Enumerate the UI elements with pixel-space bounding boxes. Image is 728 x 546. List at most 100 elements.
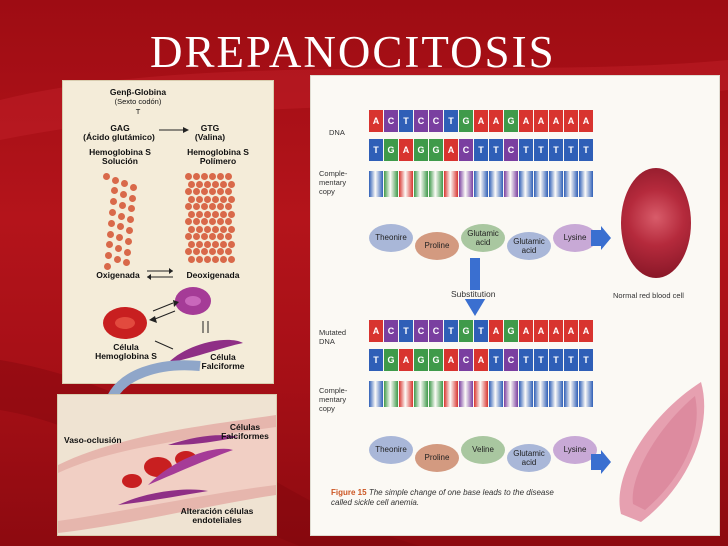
hemoglobin-dot bbox=[193, 173, 200, 180]
base-a: A bbox=[564, 110, 578, 132]
arrow-to-cell-icon bbox=[591, 226, 611, 250]
amino-acid-label: Glutamic acid bbox=[461, 229, 505, 247]
hemoglobin-dot bbox=[193, 248, 200, 255]
base-t: T bbox=[564, 139, 578, 161]
complementary-base bbox=[369, 171, 383, 197]
amino-acid-label: Theonire bbox=[369, 233, 413, 242]
hemoglobin-dot bbox=[204, 226, 211, 233]
hemoglobin-dot bbox=[126, 227, 133, 234]
complementary-base bbox=[399, 171, 413, 197]
base-a: A bbox=[489, 110, 503, 132]
complementary-label-2: Comple- mentary copy bbox=[319, 386, 347, 413]
hemoglobin-dot bbox=[201, 218, 208, 225]
hbs-solution-label: Hemoglobina S Solución bbox=[75, 148, 165, 166]
base-c: C bbox=[414, 110, 428, 132]
slide-title: DREPANOCITOSIS bbox=[150, 26, 556, 78]
hemoglobin-dot bbox=[196, 241, 203, 248]
complementary-base bbox=[384, 171, 398, 197]
hemoglobin-dot bbox=[185, 218, 192, 225]
base-g: G bbox=[429, 349, 443, 371]
complementary-base bbox=[579, 381, 593, 407]
amino-acid-label: Theonire bbox=[369, 445, 413, 454]
amino-acid-label: Veline bbox=[461, 445, 505, 454]
gene-label: Genβ-Globina bbox=[63, 87, 213, 97]
hemoglobin-dot bbox=[217, 248, 224, 255]
hemoglobin-dot bbox=[201, 233, 208, 240]
hemoglobin-dot bbox=[107, 231, 114, 238]
hemoglobin-dot bbox=[188, 211, 195, 218]
base-a: A bbox=[549, 110, 563, 132]
base-g: G bbox=[504, 110, 518, 132]
hemoglobin-dot bbox=[112, 177, 119, 184]
hemoglobin-dot bbox=[185, 248, 192, 255]
hemoglobin-dot bbox=[228, 226, 235, 233]
hemoglobin-dot bbox=[196, 196, 203, 203]
hemoglobin-dot bbox=[193, 203, 200, 210]
hemoglobin-dot bbox=[225, 188, 232, 195]
base-c: C bbox=[414, 320, 428, 342]
base-t: T bbox=[489, 139, 503, 161]
exchange-arrows-icon bbox=[145, 267, 175, 281]
base-t: T bbox=[474, 139, 488, 161]
hemoglobin-dot bbox=[118, 213, 125, 220]
complementary-base bbox=[489, 381, 503, 407]
hemoglobin-dot bbox=[185, 188, 192, 195]
hemoglobin-dot bbox=[204, 256, 211, 263]
base-a: A bbox=[579, 320, 593, 342]
base-t: T bbox=[519, 139, 533, 161]
base-a: A bbox=[534, 320, 548, 342]
hemoglobin-dot bbox=[185, 203, 192, 210]
base-a: A bbox=[474, 349, 488, 371]
complementary-base bbox=[474, 381, 488, 407]
complementary-base bbox=[459, 171, 473, 197]
hemoglobin-dot bbox=[196, 226, 203, 233]
base-t: T bbox=[564, 349, 578, 371]
complementary-base bbox=[534, 171, 548, 197]
complementary-base bbox=[579, 171, 593, 197]
hemoglobin-dot bbox=[201, 203, 208, 210]
hemoglobin-dot bbox=[204, 181, 211, 188]
hemoglobin-dot bbox=[193, 233, 200, 240]
base-c: C bbox=[504, 139, 518, 161]
hemoglobin-dot bbox=[109, 209, 116, 216]
hemoglobin-dot bbox=[228, 181, 235, 188]
base-t: T bbox=[399, 110, 413, 132]
t-label: T bbox=[63, 107, 213, 116]
base-g: G bbox=[459, 110, 473, 132]
hemoglobin-dot bbox=[228, 256, 235, 263]
base-a: A bbox=[579, 110, 593, 132]
vaso-occlusion-label: Vaso-oclusión bbox=[64, 435, 122, 445]
hemoglobin-dot bbox=[201, 188, 208, 195]
hemoglobin-dot bbox=[228, 211, 235, 218]
hemoglobin-dot bbox=[225, 248, 232, 255]
hemoglobin-dot bbox=[110, 198, 117, 205]
base-a: A bbox=[519, 320, 533, 342]
base-a: A bbox=[489, 320, 503, 342]
complementary-base bbox=[399, 381, 413, 407]
complementary-base bbox=[534, 381, 548, 407]
hemoglobin-dot bbox=[209, 218, 216, 225]
complementary-base bbox=[549, 381, 563, 407]
hemoglobin-dot bbox=[115, 245, 122, 252]
complementary-base bbox=[564, 171, 578, 197]
dna-mutation-figure: DNA Comple- mentary copy Mutated DNA Com… bbox=[310, 75, 720, 536]
codon-label: (Sexto codón) bbox=[63, 97, 213, 106]
hemoglobin-dot bbox=[212, 256, 219, 263]
amino-acid-label: Glutamic acid bbox=[507, 449, 551, 467]
substitution-label: Substitution bbox=[451, 290, 495, 299]
hemoglobin-dot bbox=[225, 173, 232, 180]
complementary-base bbox=[504, 171, 518, 197]
hemoglobin-dot bbox=[209, 233, 216, 240]
base-t: T bbox=[444, 110, 458, 132]
hemoglobin-dot bbox=[121, 180, 128, 187]
figure-number: Figure 15 bbox=[331, 488, 367, 497]
deoxygenated-label: Deoxigenada bbox=[173, 270, 253, 280]
normal-red-blood-cell-image bbox=[621, 168, 691, 278]
hemoglobin-dot bbox=[117, 223, 124, 230]
hemoglobin-dot bbox=[188, 256, 195, 263]
base-a: A bbox=[444, 349, 458, 371]
base-a: A bbox=[474, 110, 488, 132]
base-c: C bbox=[459, 139, 473, 161]
